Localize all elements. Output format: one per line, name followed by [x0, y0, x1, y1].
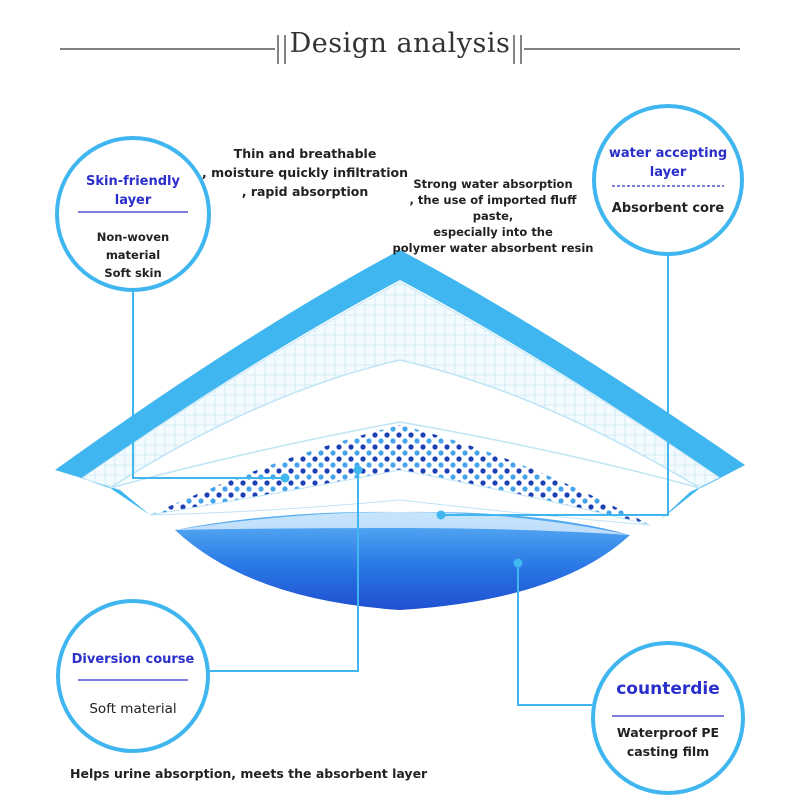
white-layer — [109, 359, 701, 489]
connector-dots — [280, 465, 523, 568]
diversion-desc: Soft material — [89, 701, 177, 717]
counterdie-desc: Waterproof PE casting film — [616, 725, 720, 759]
water-accepting-desc: Absorbent core — [611, 201, 725, 216]
diversion-title: Diversion course — [71, 652, 195, 667]
counterdie-layer — [175, 511, 630, 610]
title-decoration — [60, 35, 740, 64]
circle-diversion — [56, 599, 210, 753]
top-note: Thin and breathable , moisture quickly i… — [202, 146, 408, 199]
diversion-layer — [150, 425, 650, 525]
counterdie-title: counterdie — [616, 679, 720, 699]
circle-counterdie — [591, 641, 745, 795]
skin-friendly-desc: Non-woven material Soft skin — [96, 230, 170, 280]
skin-friendly-title: Skin-friendly layer — [86, 174, 180, 208]
pad-layers — [55, 250, 745, 610]
circle-underlines — [78, 185, 724, 717]
circle-water-accepting — [592, 104, 744, 256]
page-title: Design analysis — [289, 28, 511, 59]
water-accepting-title: water accepting layer — [608, 146, 728, 180]
connector-lines — [132, 252, 669, 706]
absorption-note: Strong water absorption , the use of imp… — [392, 177, 594, 255]
callout-circles — [55, 104, 745, 795]
circle-skin-friendly — [55, 136, 211, 292]
bottom-note: Helps urine absorption, meets the absorb… — [70, 766, 428, 781]
absorbent-core-white — [149, 469, 651, 526]
counterdie-highlight — [175, 512, 630, 535]
